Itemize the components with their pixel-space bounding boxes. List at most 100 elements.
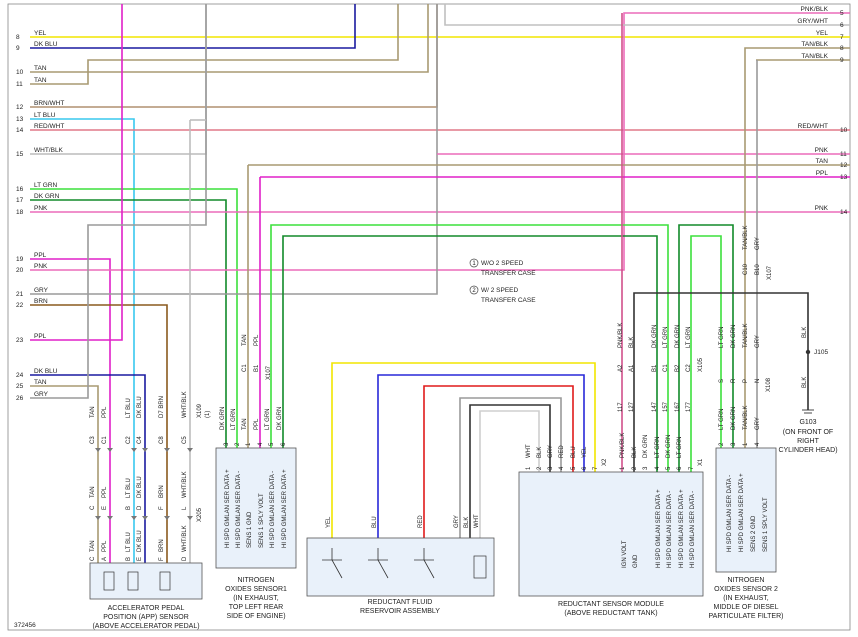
row-wire-color-left: PNK <box>34 205 48 212</box>
nox2-x107-c10: C10 <box>743 263 749 275</box>
app-caption: POSITION (APP) SENSOR <box>103 614 189 621</box>
nox1-wire-color: LT GRN <box>231 409 237 430</box>
module-x2-pin: 3 <box>548 466 554 470</box>
module-circuit: 177 <box>686 401 692 412</box>
nox1-function: HI SPD GMLAN SER DATA + <box>282 469 288 548</box>
wire-ppl-row19 <box>30 258 111 580</box>
wire-yel-tank <box>331 362 596 548</box>
module-x105-color: LT GRN <box>663 327 669 348</box>
ground-id: G103 <box>799 419 816 426</box>
row-number-left: 10 <box>16 69 24 76</box>
module-x2-color: BLU <box>571 446 577 458</box>
module-x105-color: BLK <box>629 337 635 348</box>
row-number-left: 12 <box>16 104 24 111</box>
ground-wire-color: BLK <box>802 327 808 338</box>
note-1-line-2: TRANSFER CASE <box>481 270 536 277</box>
row-wire-color-right: TAN <box>815 158 828 165</box>
app-c-cavity: C3 <box>90 436 96 444</box>
app-mid-color: TAN <box>90 486 96 498</box>
note-mark-1-label: 1 <box>472 261 476 267</box>
module-x1-color: BLK <box>632 447 638 458</box>
wire-ltgrn-mod-nox2 <box>690 235 722 480</box>
nox1-x107: X107 <box>266 365 272 380</box>
app-mid-letter: D <box>137 505 143 510</box>
module-x1-color: LT GRN <box>677 437 683 458</box>
row-number-right: 6 <box>840 22 844 29</box>
nox1-pin: 5 <box>269 442 275 446</box>
nox2-wire-color: GRY <box>755 417 761 430</box>
nox1-x107-b1-color: PPL <box>254 334 260 346</box>
nox2-x108-cavity: P <box>743 379 749 383</box>
nox-sensor-2-body <box>715 447 777 573</box>
app-mid-letter: C <box>90 505 96 510</box>
module-x2: X2 <box>602 458 608 466</box>
module-x105-color: DK GRN <box>652 325 658 348</box>
tank-wire-color: RED <box>418 515 424 528</box>
module-x1-color: PNK/BLK <box>620 433 626 458</box>
row-wire-color-left: DK BLU <box>34 368 58 375</box>
app-caption: (ABOVE ACCELERATOR PEDAL) <box>92 623 199 630</box>
tank-wire-color: GRY <box>454 515 460 528</box>
nox1-caption: OXIDES SENSOR1 <box>225 586 287 593</box>
row-wire-color-right: PNK <box>815 147 829 154</box>
app-x205: X205 <box>197 507 203 522</box>
module-x2-pin: 1 <box>526 466 532 470</box>
nox1-caption: NITROGEN <box>238 577 275 584</box>
app-bot-color: WHT/BLK <box>182 525 188 552</box>
module-x105-cavity: A2 <box>618 364 624 372</box>
ground-wire-color-2: BLK <box>802 377 808 388</box>
nox1-pin: 6 <box>281 442 287 446</box>
row-number-left: 20 <box>16 267 24 274</box>
row-number-left: 23 <box>16 337 24 344</box>
wire-tan-row10 <box>30 4 429 73</box>
nox2-pin: 2 <box>719 442 725 446</box>
app-connector-triangle <box>95 516 101 520</box>
wire-red-tank <box>423 385 574 548</box>
app-c-color: D7 BRN <box>159 396 165 418</box>
app-c-cavity: C5 <box>182 436 188 444</box>
row-number-right: 12 <box>840 162 848 169</box>
row-wire-color-left: BRN <box>34 298 48 305</box>
module-x2-pin: 4 <box>559 466 565 470</box>
nox1-caption: SIDE OF ENGINE) <box>226 613 285 620</box>
app-connector-triangle <box>187 448 193 452</box>
row-number-left: 13 <box>16 116 24 123</box>
row-wire-color-right: TAN/BLK <box>801 41 828 48</box>
ground-splice: J105 <box>814 349 828 356</box>
row-wire-color-left: GRY <box>34 287 49 294</box>
module-function: HI SPD GMLAN SER DATA + <box>679 489 685 568</box>
wire-blk-tank <box>469 404 551 548</box>
nox2-x107: X107 <box>767 265 773 280</box>
nox1-caption: (IN EXHAUST, <box>233 595 279 602</box>
module-x105-color: DK GRN <box>675 325 681 348</box>
module-x1-color: LT GRN <box>655 437 661 458</box>
note-1-line-1: W/O 2 SPEED <box>481 260 524 267</box>
tank-wire-color: BLK <box>464 517 470 528</box>
app-c-cavity: C2 <box>126 436 132 444</box>
row-number-right: 14 <box>840 209 848 216</box>
app-caption: ACCELERATOR PEDAL <box>108 605 185 612</box>
nox2-x107-c10-color: TAN/BLK <box>743 225 749 250</box>
app-c-color: WHT/BLK <box>182 391 188 418</box>
wire-ppl-row23 <box>30 4 123 341</box>
wire-brn-row22 <box>30 304 168 580</box>
row-wire-color-right: PNK <box>815 205 829 212</box>
row-number-left: 9 <box>16 45 20 52</box>
nox1-wire-color: PPL <box>254 418 260 430</box>
app-bot-letter: D <box>182 556 188 561</box>
app-potentiometer <box>103 571 115 591</box>
nox2-function: HI SPD GMLAN SER DATA + <box>739 473 745 552</box>
module-x1-pin: 6 <box>677 466 683 470</box>
ground-splice-dot <box>805 349 811 355</box>
row-number-left: 11 <box>16 81 23 88</box>
nox1-function: HI SPD GMLAN SER DATA - <box>270 471 276 548</box>
module-x1: X1 <box>698 458 704 466</box>
row-wire-color-right: RED/WHT <box>798 123 828 130</box>
wire-wht-tank <box>479 410 540 548</box>
ground-caption: (ON FRONT OF <box>783 429 833 436</box>
nox2-function: HI SPD GMLAN SER DATA - <box>727 475 733 552</box>
module-x2-color: GRY <box>548 445 554 458</box>
nox1-function: HI SPD GMLAN SER DATA - <box>236 471 242 548</box>
